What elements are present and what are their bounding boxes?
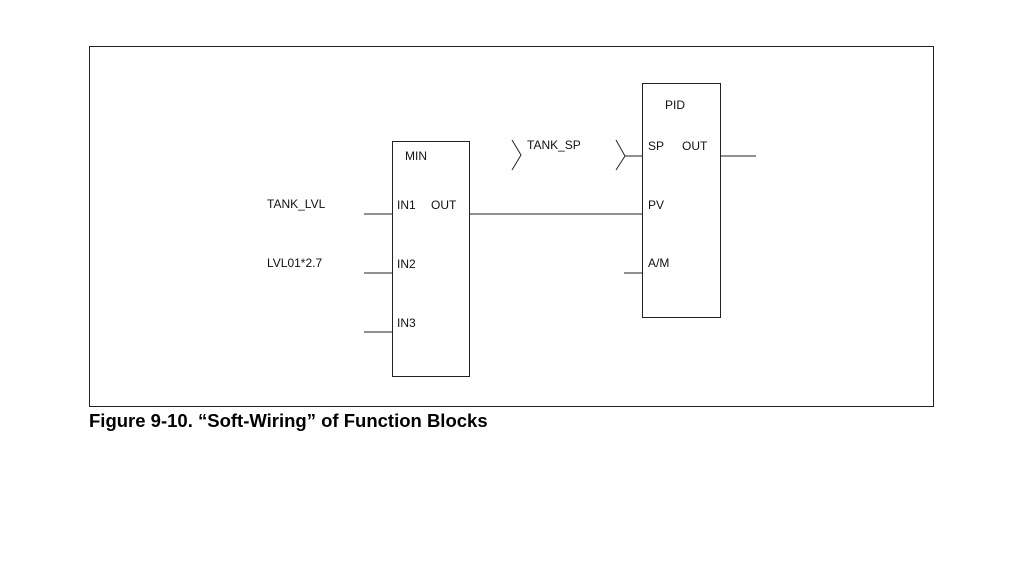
min-port-in3: IN3 — [397, 316, 416, 330]
pid-block-title: PID — [665, 98, 686, 112]
connector-tank-sp-source — [511, 139, 522, 171]
min-function-block: MIN IN1 OUT IN2 IN3 — [392, 141, 470, 377]
min-port-in1: IN1 — [397, 198, 416, 212]
pid-port-sp: SP — [648, 139, 665, 153]
pid-port-am: A/M — [648, 256, 670, 270]
figure-caption: Figure 9-10. “Soft-Wiring” of Function B… — [89, 410, 488, 431]
pid-function-block: PID SP OUT PV A/M — [642, 83, 721, 318]
input-lvl01-label: LVL01*2.7 — [267, 256, 323, 270]
min-port-out: OUT — [431, 198, 457, 212]
input-tank-sp-label: TANK_SP — [527, 138, 581, 152]
min-block-title: MIN — [405, 149, 427, 163]
figure-frame — [89, 46, 934, 407]
input-tank-lvl-label: TANK_LVL — [267, 197, 326, 211]
min-port-in2: IN2 — [397, 257, 416, 271]
pid-port-out: OUT — [682, 139, 708, 153]
pid-port-pv: PV — [648, 198, 665, 212]
connector-tank-sp-dest — [615, 139, 626, 171]
